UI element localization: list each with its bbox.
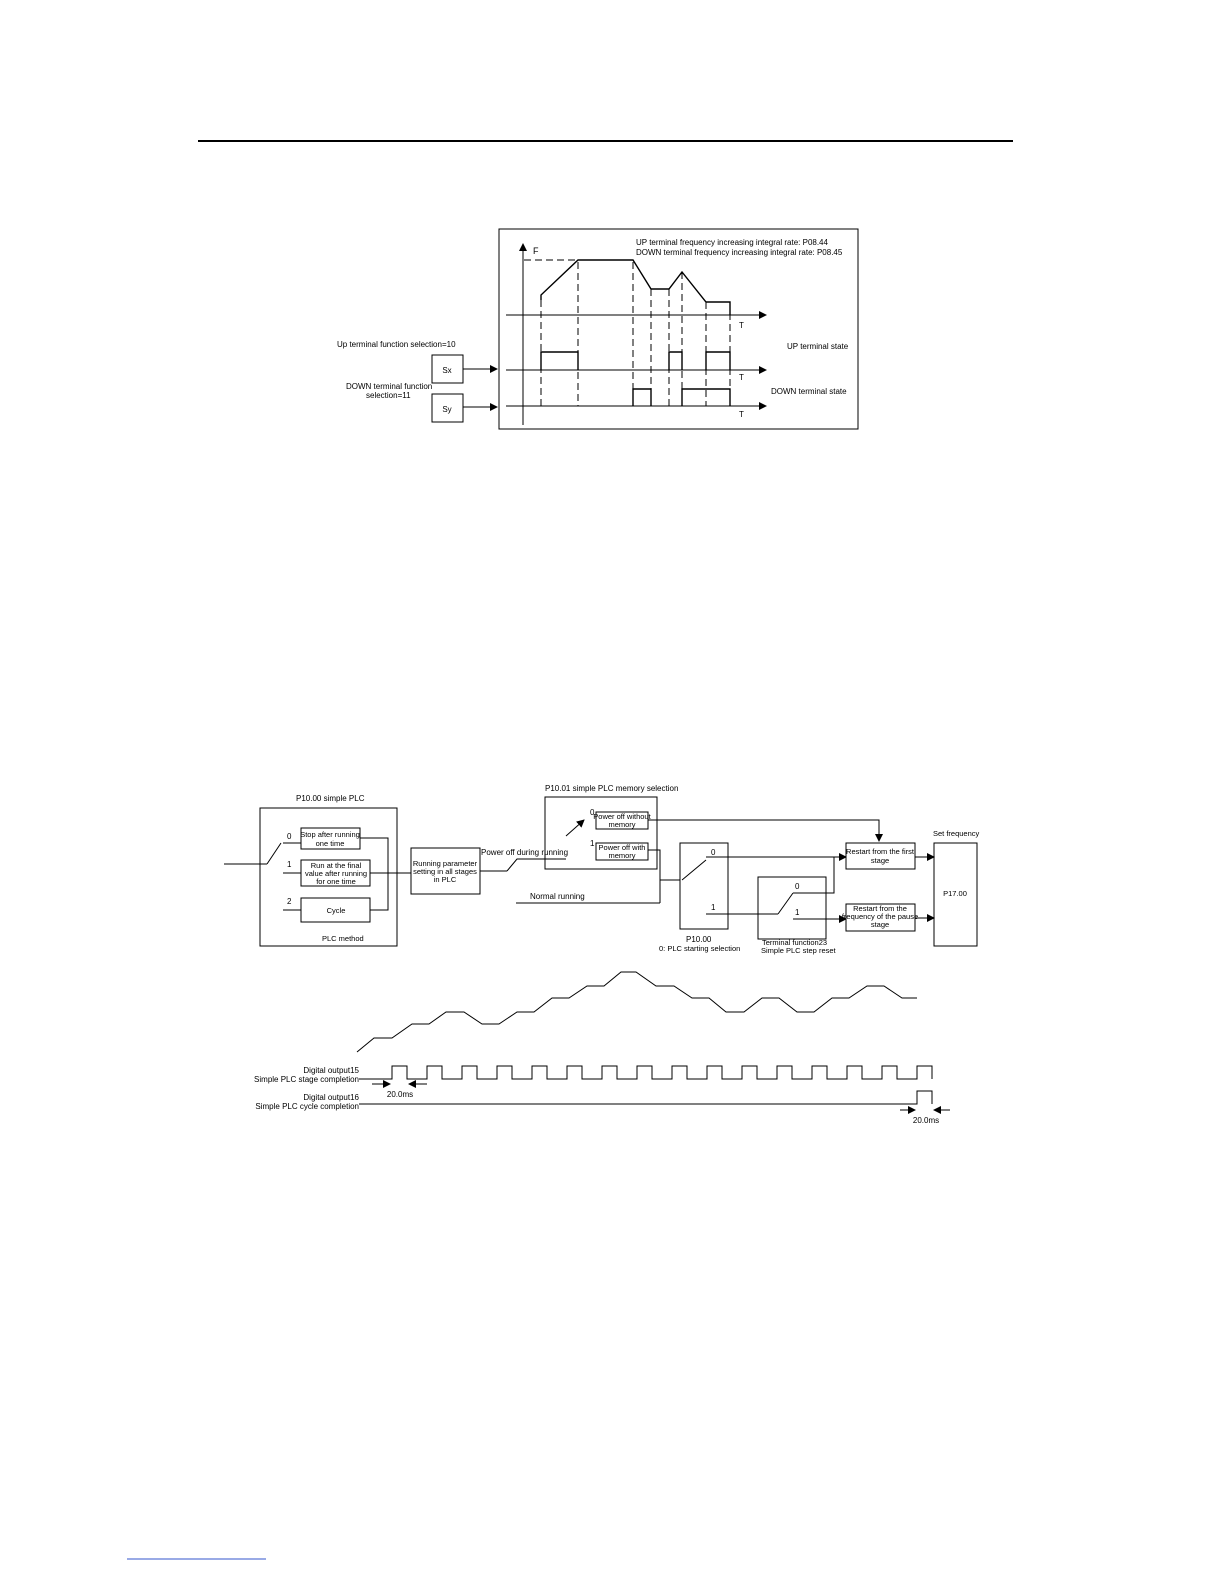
start-opt1: 1 — [711, 903, 716, 912]
plc-method-block — [259, 807, 398, 947]
start-opt0: 0 — [711, 848, 716, 857]
final-value-2: value after running — [305, 869, 367, 878]
final-value-3: for one time — [316, 877, 356, 886]
freq-t-label: T — [739, 321, 744, 330]
reset-opt0: 0 — [795, 882, 800, 891]
reset-opt1: 1 — [795, 908, 800, 917]
dout16-label-1: Digital output16 — [303, 1093, 359, 1102]
running-param-3: in PLC — [434, 875, 457, 884]
cycle-label: Cycle — [327, 906, 346, 915]
up-state-label: UP terminal state — [787, 342, 849, 351]
cycle-box — [300, 897, 371, 923]
dout15-label-1: Digital output15 — [303, 1066, 359, 1075]
restart-first-1: Restart from the first — [846, 847, 915, 856]
p1000-title: P10.00 simple PLC — [296, 794, 365, 803]
dout16-label-2: Simple PLC cycle completion — [255, 1102, 359, 1111]
with-memory-route — [648, 849, 661, 903]
sx-terminal-box — [431, 354, 464, 384]
restart-pause-box — [845, 903, 916, 932]
power-off-to-memory — [506, 858, 545, 872]
memory-select-block — [544, 796, 658, 870]
power-off-label: Power off during running — [481, 848, 568, 857]
sx-label: Sx — [442, 366, 451, 375]
set-freq-block — [933, 842, 978, 947]
reset-switch — [777, 892, 794, 915]
plc-frequency-curve — [356, 971, 917, 1053]
up-pulse-3 — [705, 351, 731, 370]
restart-pause-1: Restart from the — [853, 904, 907, 913]
up-t-label: T — [739, 373, 744, 382]
running-param-1: Running parameter — [413, 859, 478, 868]
opt0-label: 0 — [287, 832, 292, 841]
start-p1000-label: P10.00 — [686, 935, 712, 944]
sy-terminal-box — [431, 393, 464, 423]
mem-opt0: 0 — [590, 808, 595, 817]
stop-after-1: Stop after running — [300, 830, 360, 839]
memory-switch — [565, 819, 585, 837]
mem-opt1: 1 — [590, 839, 595, 848]
p1001-title: P10.01 simple PLC memory selection — [545, 784, 678, 793]
down-pulse-1 — [632, 388, 652, 406]
term-fn-2: Simple PLC step reset — [761, 946, 837, 955]
sy-label: Sy — [442, 405, 451, 414]
plc-method-label: PLC method — [322, 934, 364, 943]
stop-after-2: one time — [316, 839, 345, 848]
restart-first-2: stage — [871, 856, 889, 865]
dout15-label-2: Simple PLC stage completion — [254, 1075, 359, 1084]
up-pulse-2 — [668, 351, 683, 370]
no-memory-route — [648, 819, 883, 842]
down-select-label-1: DOWN terminal function — [346, 382, 432, 391]
p1700-label: P17.00 — [943, 889, 967, 898]
step-reset-block — [757, 876, 827, 940]
opt1-label: 1 — [287, 860, 292, 869]
with-memory-box — [595, 842, 649, 861]
legend-down-rate: DOWN terminal frequency increasing integ… — [636, 248, 843, 257]
start-switch — [681, 859, 707, 881]
restart-pause-3: stage — [871, 920, 889, 929]
restart-first-box — [845, 842, 916, 870]
ms2-label: 20.0ms — [913, 1116, 939, 1125]
ms1-label: 20.0ms — [387, 1090, 413, 1099]
timing-frame — [498, 228, 859, 430]
cycle-completion-pulse — [359, 1090, 933, 1105]
f-axis-label: F — [533, 246, 539, 256]
down-state-label: DOWN terminal state — [771, 387, 847, 396]
down-t-label: T — [739, 410, 744, 419]
start-select-label: 0: PLC starting selection — [659, 944, 740, 953]
no-memory-1: Power off without — [593, 812, 651, 821]
term-fn-1: Terminal function23 — [762, 938, 827, 947]
up-pulse-1 — [540, 351, 579, 370]
method-switch — [266, 842, 282, 865]
final-value-1: Run at the final — [311, 861, 362, 870]
normal-running-label: Normal running — [530, 892, 585, 901]
up-select-label: Up terminal function selection=10 — [337, 340, 456, 349]
method-collector — [360, 837, 411, 911]
no-memory-2: memory — [608, 820, 635, 829]
stage-completion-pulses — [359, 1065, 933, 1080]
figure-up-down-terminals: F UP terminal frequency increasing integ… — [337, 228, 859, 430]
figure-simple-plc: P10.00 simple PLC PLC method 0 Stop afte… — [224, 784, 980, 1125]
reset-opt0-route — [793, 857, 835, 894]
legend-up-rate: UP terminal frequency increasing integra… — [636, 238, 829, 247]
with-memory-2: memory — [608, 851, 635, 860]
opt2-label: 2 — [287, 897, 292, 906]
down-select-label-2: selection=11 — [366, 391, 411, 400]
set-freq-label: Set frequency — [933, 829, 980, 838]
plc-start-block — [679, 842, 729, 930]
running-param-2: setting in all stages — [413, 867, 477, 876]
down-pulse-2 — [681, 388, 731, 406]
frequency-trace — [540, 259, 731, 315]
with-memory-1: Power off with — [599, 843, 646, 852]
restart-pause-2: frequency of the pause — [842, 912, 918, 921]
